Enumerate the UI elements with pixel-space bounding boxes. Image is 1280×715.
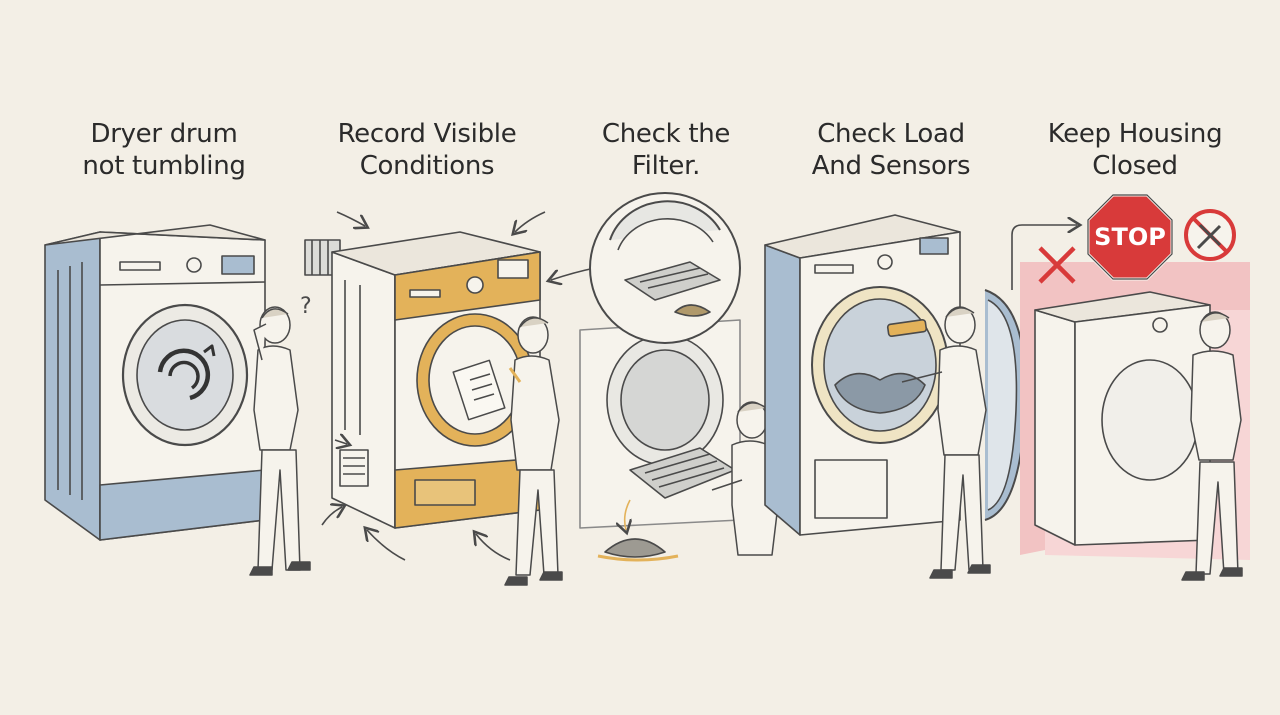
question-mark: ? bbox=[300, 294, 312, 319]
step-3-title: Check the Filter. bbox=[601, 119, 731, 181]
step-2-title: Record Visible Conditions bbox=[337, 119, 517, 181]
stop-sign-icon: STOP bbox=[1086, 193, 1174, 281]
person-standing bbox=[1181, 311, 1243, 581]
step-4-title: Check Load And Sensors bbox=[811, 119, 971, 181]
step-1-title: Dryer drum not tumbling bbox=[82, 119, 246, 181]
person-checking-load bbox=[901, 306, 991, 579]
dryer-not-tumbling-illustration bbox=[44, 224, 266, 541]
dryer-load-sensors-illustration bbox=[764, 214, 1027, 536]
stop-sign-label: STOP bbox=[1094, 223, 1166, 251]
step-5-title: Keep Housing Closed bbox=[1047, 119, 1223, 181]
person-with-clipboard bbox=[452, 316, 563, 586]
person-puzzled bbox=[249, 306, 311, 576]
dryer-filter-illustration bbox=[579, 192, 741, 562]
